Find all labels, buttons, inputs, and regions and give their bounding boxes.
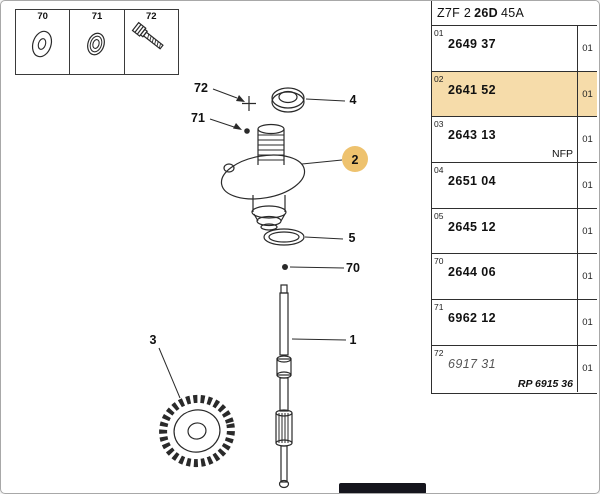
code-suffix: 45A	[501, 6, 525, 20]
callout-5[interactable]: 5	[349, 231, 356, 245]
callout-2[interactable]: 2	[352, 153, 359, 167]
legend-number: 71	[91, 11, 103, 22]
callout-71[interactable]: 71	[191, 111, 205, 125]
part-number: 2651 04	[448, 173, 496, 188]
row-index: 70	[434, 256, 444, 267]
table-row[interactable]: 04 2651 04 01	[432, 163, 597, 209]
row-qty: 01	[577, 300, 597, 345]
legend-number: 72	[146, 11, 157, 22]
part-number: 6917 31	[448, 357, 496, 372]
watermark-badge	[339, 483, 426, 493]
callout-4[interactable]: 4	[350, 93, 357, 107]
code-family: 26D	[474, 6, 498, 20]
row-qty: 01	[577, 163, 597, 208]
highlight-circle	[342, 146, 368, 172]
legend-cell-71: 71	[70, 10, 125, 74]
row-index: 02	[434, 73, 444, 84]
table-row[interactable]: 01 2649 37 01	[432, 26, 597, 72]
shaft-part-1	[275, 284, 293, 489]
table-row[interactable]: 03 2643 13 NFP 01	[432, 117, 597, 164]
housing-part-2	[220, 123, 306, 231]
callout-72[interactable]: 72	[194, 81, 208, 95]
row-note: RP 6915 36	[517, 377, 573, 390]
row-qty: 01	[577, 26, 597, 71]
part-number: 2644 06	[448, 265, 496, 280]
nut-part-4	[271, 87, 305, 113]
table-row[interactable]: 72 6917 31 RP 6915 36 01	[432, 345, 597, 392]
row-index: 72	[434, 347, 444, 358]
legend-box: 70 71 72	[15, 9, 179, 75]
part-number: 6962 12	[448, 311, 496, 325]
washer-icon	[87, 32, 106, 56]
code-prefix: Z7F 2	[437, 6, 472, 20]
part-number: 2645 12	[448, 219, 496, 234]
gear-part-3	[159, 394, 235, 468]
parts-table-rows: 01 2649 37 01 02 2641 52 01 03 2643 13 N…	[432, 26, 597, 392]
part-number: 2641 52	[448, 82, 496, 97]
arrowhead-icon	[233, 123, 242, 130]
row-qty: 01	[577, 208, 597, 254]
row-qty: 01	[577, 117, 597, 163]
bolt-icon	[131, 21, 164, 50]
table-row[interactable]: 05 2645 12 01	[432, 208, 597, 255]
row-index: 03	[434, 119, 444, 130]
row-index: 04	[434, 165, 444, 176]
oring-part-5	[263, 228, 305, 246]
table-row[interactable]: 70 2644 06 01	[432, 254, 597, 301]
pin-part-70	[282, 264, 288, 270]
callout-70[interactable]: 70	[346, 261, 360, 275]
legend-cell-70: 70	[16, 10, 71, 74]
row-note: NFP	[552, 148, 573, 161]
row-qty: 01	[577, 71, 597, 117]
exploded-diagram: 72 71 4 2 5 70 1 3	[150, 81, 368, 489]
arrowhead-icon	[236, 95, 245, 102]
row-index: 71	[434, 302, 444, 313]
callout-3[interactable]: 3	[150, 333, 157, 347]
table-row[interactable]: 02 2641 52 01	[432, 71, 597, 118]
part-number: 2643 13	[448, 128, 496, 143]
row-index: 05	[434, 210, 444, 221]
washer-icon	[31, 30, 53, 58]
table-row[interactable]: 71 6962 12 01	[432, 300, 597, 346]
callout-1[interactable]: 1	[350, 333, 357, 347]
legend-cell-72: 72	[125, 10, 178, 74]
part-number: 2649 37	[448, 36, 496, 51]
row-index: 01	[434, 28, 444, 38]
row-qty: 01	[577, 345, 597, 392]
row-qty: 01	[577, 254, 597, 300]
legend-number: 70	[37, 11, 48, 22]
